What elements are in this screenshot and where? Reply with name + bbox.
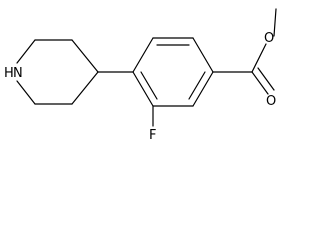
- bond-ar3-ar4: [192, 37, 214, 73]
- benzene-ring: [132, 37, 214, 107]
- bond-carbonyl-double-2: [257, 67, 275, 91]
- ester-oxygen-label: O: [264, 31, 274, 46]
- fluorine-label: F: [149, 128, 156, 143]
- nitrogen-h-label: H: [4, 66, 14, 81]
- bond-ar6-ar1: [132, 71, 154, 107]
- bond-ester-oxygen-methyl: [273, 8, 277, 37]
- bond-c3-c4: [71, 39, 99, 73]
- methyl-ester-group: [212, 8, 277, 95]
- bond-carbonyl-carbon-ester-oxygen: [251, 43, 267, 73]
- bond-c6-n: [16, 80, 36, 105]
- aromatic-inner-bond-left: [140, 71, 158, 100]
- bond-carbonyl-double-1: [251, 71, 269, 95]
- bond-ar1-ar2: [132, 37, 154, 73]
- bond-ar4-ar5: [192, 71, 214, 107]
- nitrogen-label: N: [13, 66, 23, 81]
- bond-n-c2: [16, 39, 36, 64]
- structure-diagram: H N F O O: [4, 8, 277, 143]
- piperidine-ring: [16, 39, 99, 105]
- carbonyl-oxygen-label: O: [266, 94, 276, 109]
- aromatic-inner-bond-right: [188, 71, 206, 100]
- bond-c4-c5: [71, 71, 99, 105]
